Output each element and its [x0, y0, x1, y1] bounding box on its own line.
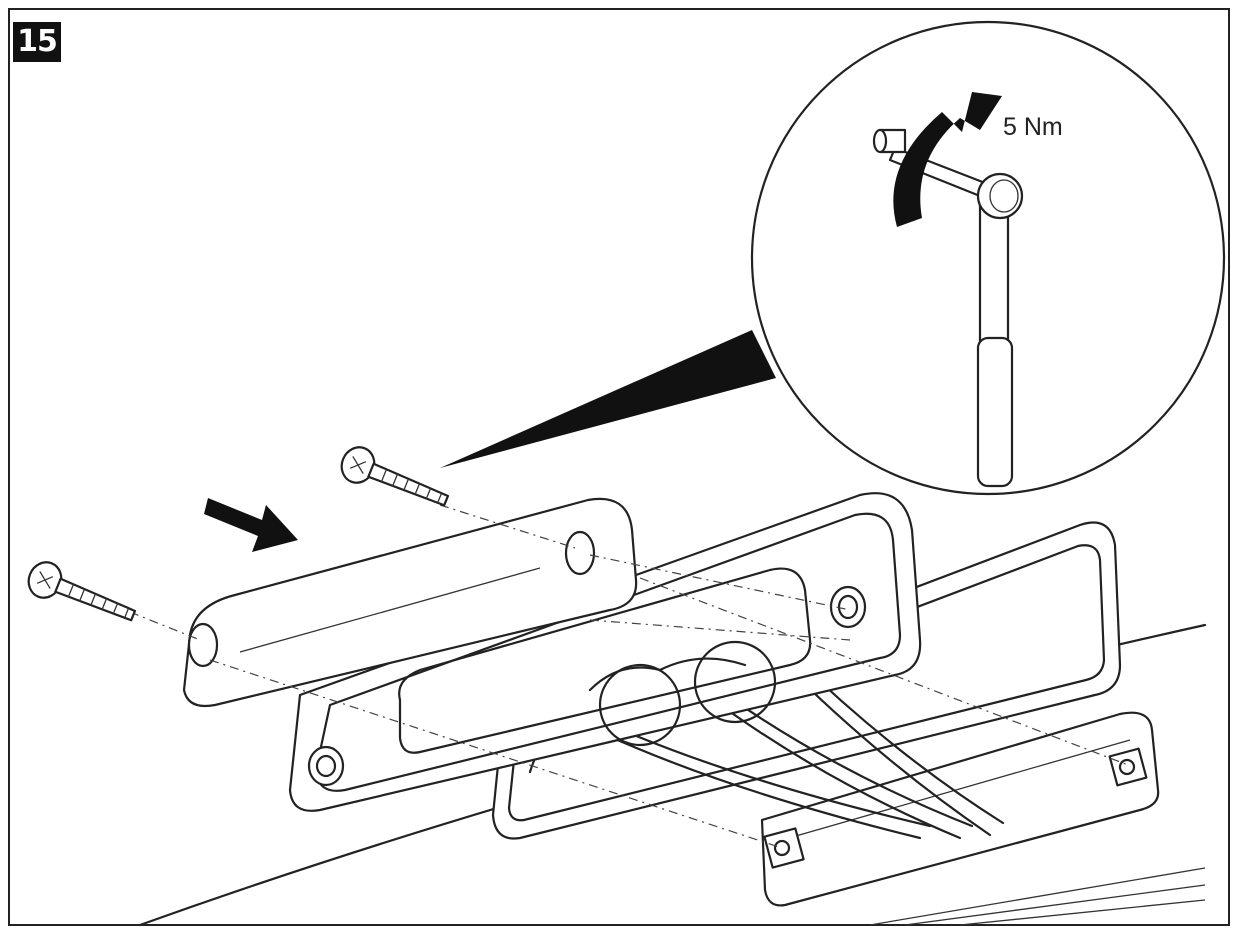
- arrow-right-down-icon: [204, 498, 298, 552]
- body-panel-line-2: [904, 884, 1206, 926]
- mounting-bracket: [760, 711, 1160, 907]
- rotate-clockwise-icon: [893, 92, 1002, 227]
- screw-right: [340, 446, 450, 507]
- light-housing: [288, 492, 922, 812]
- hex-key-icon: [872, 128, 1024, 488]
- cover-plate: [182, 497, 638, 708]
- callout-pointer: [440, 330, 776, 468]
- alignment-lines: [129, 504, 1129, 849]
- step-number-badge: 15: [13, 22, 61, 62]
- body-panel-line-3: [959, 899, 1206, 926]
- torque-value-label: 5 Nm: [1003, 113, 1063, 141]
- screw-left: [27, 561, 137, 622]
- body-panel-line-1: [869, 867, 1206, 926]
